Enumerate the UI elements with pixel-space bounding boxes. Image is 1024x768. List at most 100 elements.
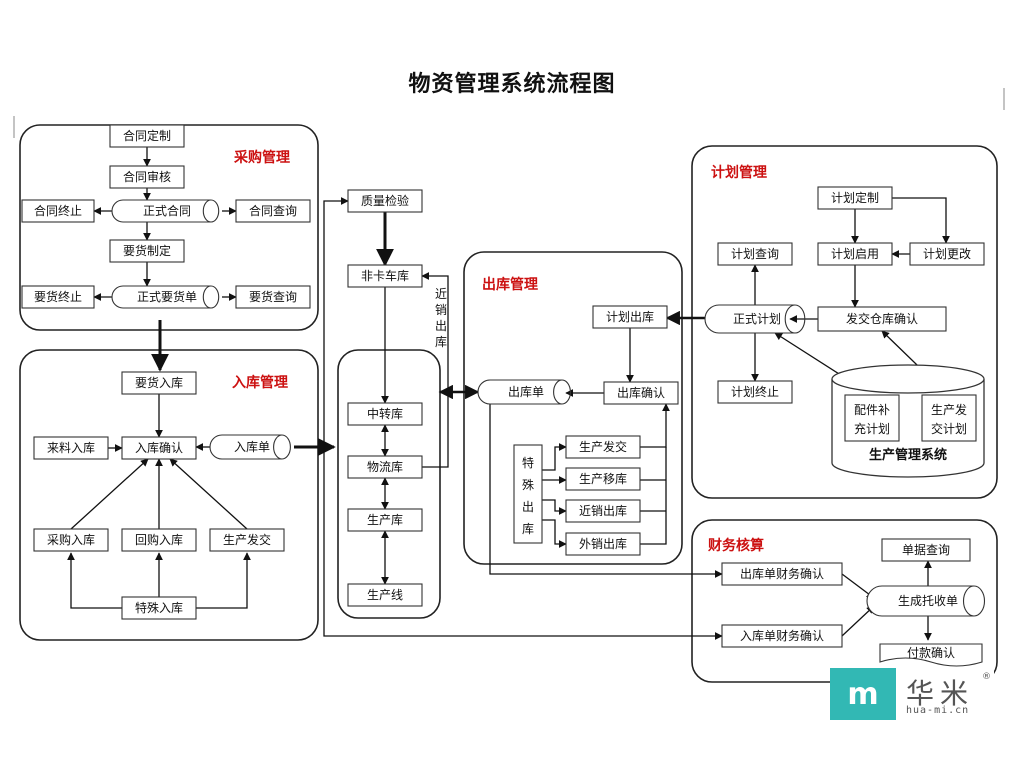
node-collection: 生成托收单 — [866, 585, 985, 617]
node-label: 要货入库 — [135, 375, 183, 390]
node-out-fin-confirm: 出库单财务确认 — [721, 562, 843, 586]
node-contract-formal: 正式合同 — [111, 199, 220, 223]
node-plan-outbound: 计划出库 — [592, 305, 668, 329]
node-req-inbound: 要货入库 — [121, 371, 197, 395]
node-plan-change: 计划更改 — [909, 242, 985, 266]
node-label: 合同定制 — [123, 128, 171, 143]
node-req-formal: 正式要货单 — [111, 285, 220, 309]
node-special-inbound: 特殊入库 — [121, 596, 197, 620]
node-label: 生产发 — [931, 402, 967, 417]
node-label: 计划更改 — [923, 247, 971, 261]
node-export-out: 外销出库 — [565, 532, 641, 556]
node-label: 入库确认 — [135, 440, 183, 455]
node-plan-query: 计划查询 — [717, 242, 793, 266]
node-label: 出库单 — [508, 384, 544, 399]
node-transfer: 中转库 — [347, 402, 423, 426]
node-label: 计划定制 — [831, 190, 879, 205]
logo-mark: m — [830, 668, 896, 720]
node-label: 特 — [522, 455, 534, 470]
node-label: 计划查询 — [731, 247, 779, 261]
logo: m 华米 ® hua-mi.cn — [830, 668, 994, 720]
node-label: 生产发交 — [579, 439, 627, 454]
node-label: 生产库 — [367, 512, 403, 527]
node-label: 生产管理系统 — [869, 447, 947, 463]
node-contract-review: 合同审核 — [109, 165, 185, 189]
node-plan-make: 计划定制 — [817, 186, 893, 210]
node-label: 入库单 — [234, 439, 270, 454]
flow-arrow — [841, 605, 875, 637]
node-label: 物流库 — [367, 459, 403, 474]
node-req-query: 要货查询 — [235, 285, 311, 309]
outbound-section — [463, 251, 683, 565]
node-label: 中转库 — [367, 406, 403, 421]
flow-arrow — [542, 519, 567, 548]
node-contract-query: 合同查询 — [235, 199, 311, 223]
node-label: 采购入库 — [47, 532, 95, 547]
node-label: 特殊入库 — [135, 600, 183, 615]
node-label: 外销出库 — [579, 536, 627, 551]
node-label: 计划启用 — [831, 247, 879, 261]
node-req-make: 要货制定 — [109, 239, 185, 263]
node-label: 正式合同 — [143, 203, 191, 218]
flow-arrow — [892, 197, 950, 244]
section-title-inbound: 入库管理 — [232, 374, 288, 391]
flow-arrow — [421, 272, 449, 468]
logo-url: hua-mi.cn — [906, 705, 970, 716]
node-label: 生产移库 — [579, 471, 627, 486]
node-label: 回购入库 — [135, 532, 183, 547]
flow-arrow — [67, 552, 122, 609]
node-contract-make: 合同定制 — [109, 124, 185, 148]
node-label: 合同审核 — [123, 169, 171, 184]
node-label: 生产线 — [367, 588, 403, 602]
node-label: 要货终止 — [34, 289, 82, 304]
node-label: 配件补 — [854, 403, 890, 417]
node-plan-end: 计划终止 — [717, 380, 793, 404]
node-logistics: 物流库 — [347, 455, 423, 479]
node-contract-end: 合同终止 — [21, 199, 95, 223]
svg-text:销: 销 — [435, 303, 447, 317]
svg-text:近: 近 — [435, 287, 447, 301]
node-receipt-query: 单据查询 — [881, 538, 971, 562]
node-prod-move: 生产移库 — [565, 467, 641, 491]
node-label: 充计划 — [854, 421, 890, 436]
node-incoming-inbound: 来料入库 — [33, 436, 109, 460]
node-purchase-inbound: 采购入库 — [33, 528, 109, 552]
node-label: 正式计划 — [733, 312, 781, 326]
flow-arrow — [323, 440, 723, 640]
node-return-inbound: 回购入库 — [121, 528, 197, 552]
node-label: 生成托收单 — [898, 594, 958, 608]
section-title-outbound: 出库管理 — [482, 276, 538, 293]
page-title: 物资管理系统流程图 — [408, 71, 616, 97]
node-label: 要货制定 — [123, 243, 171, 258]
logo-text: 华米 — [906, 677, 975, 710]
node-label: 出库单财务确认 — [740, 566, 824, 581]
node-prod-delivery-out: 生产发交 — [565, 435, 641, 459]
node-label: 出 — [522, 500, 534, 514]
node-label: 出库确认 — [617, 385, 665, 400]
svg-text:出: 出 — [435, 319, 447, 333]
node-label: 非卡车库 — [361, 268, 409, 283]
registered-icon: ® — [982, 672, 991, 682]
node-label: 发交仓库确认 — [846, 311, 918, 326]
node-label: 单据查询 — [902, 543, 950, 557]
section-title-plan: 计划管理 — [711, 164, 767, 181]
node-outbound-confirm: 出库确认 — [603, 381, 679, 405]
node-label: 近销出库 — [579, 503, 627, 518]
node-label: 付款确认 — [907, 646, 955, 660]
node-near-sale-out: 近销出库 — [565, 499, 641, 523]
flow-arrow — [640, 447, 667, 545]
logo-mark-letter: m — [847, 676, 879, 712]
node-outbound-doc: 出库单 — [477, 379, 571, 405]
svg-text:库: 库 — [435, 334, 447, 349]
node-non-card: 非卡车库 — [347, 264, 423, 288]
node-label: 计划终止 — [731, 384, 779, 399]
node-label: 库 — [522, 521, 534, 536]
node-payment-confirm: 付款确认 — [879, 643, 983, 667]
node-label: 质量检验 — [361, 193, 409, 208]
node-production-store: 生产库 — [347, 508, 423, 532]
flow-arrow — [489, 404, 723, 578]
node-label: 合同查询 — [249, 203, 297, 218]
